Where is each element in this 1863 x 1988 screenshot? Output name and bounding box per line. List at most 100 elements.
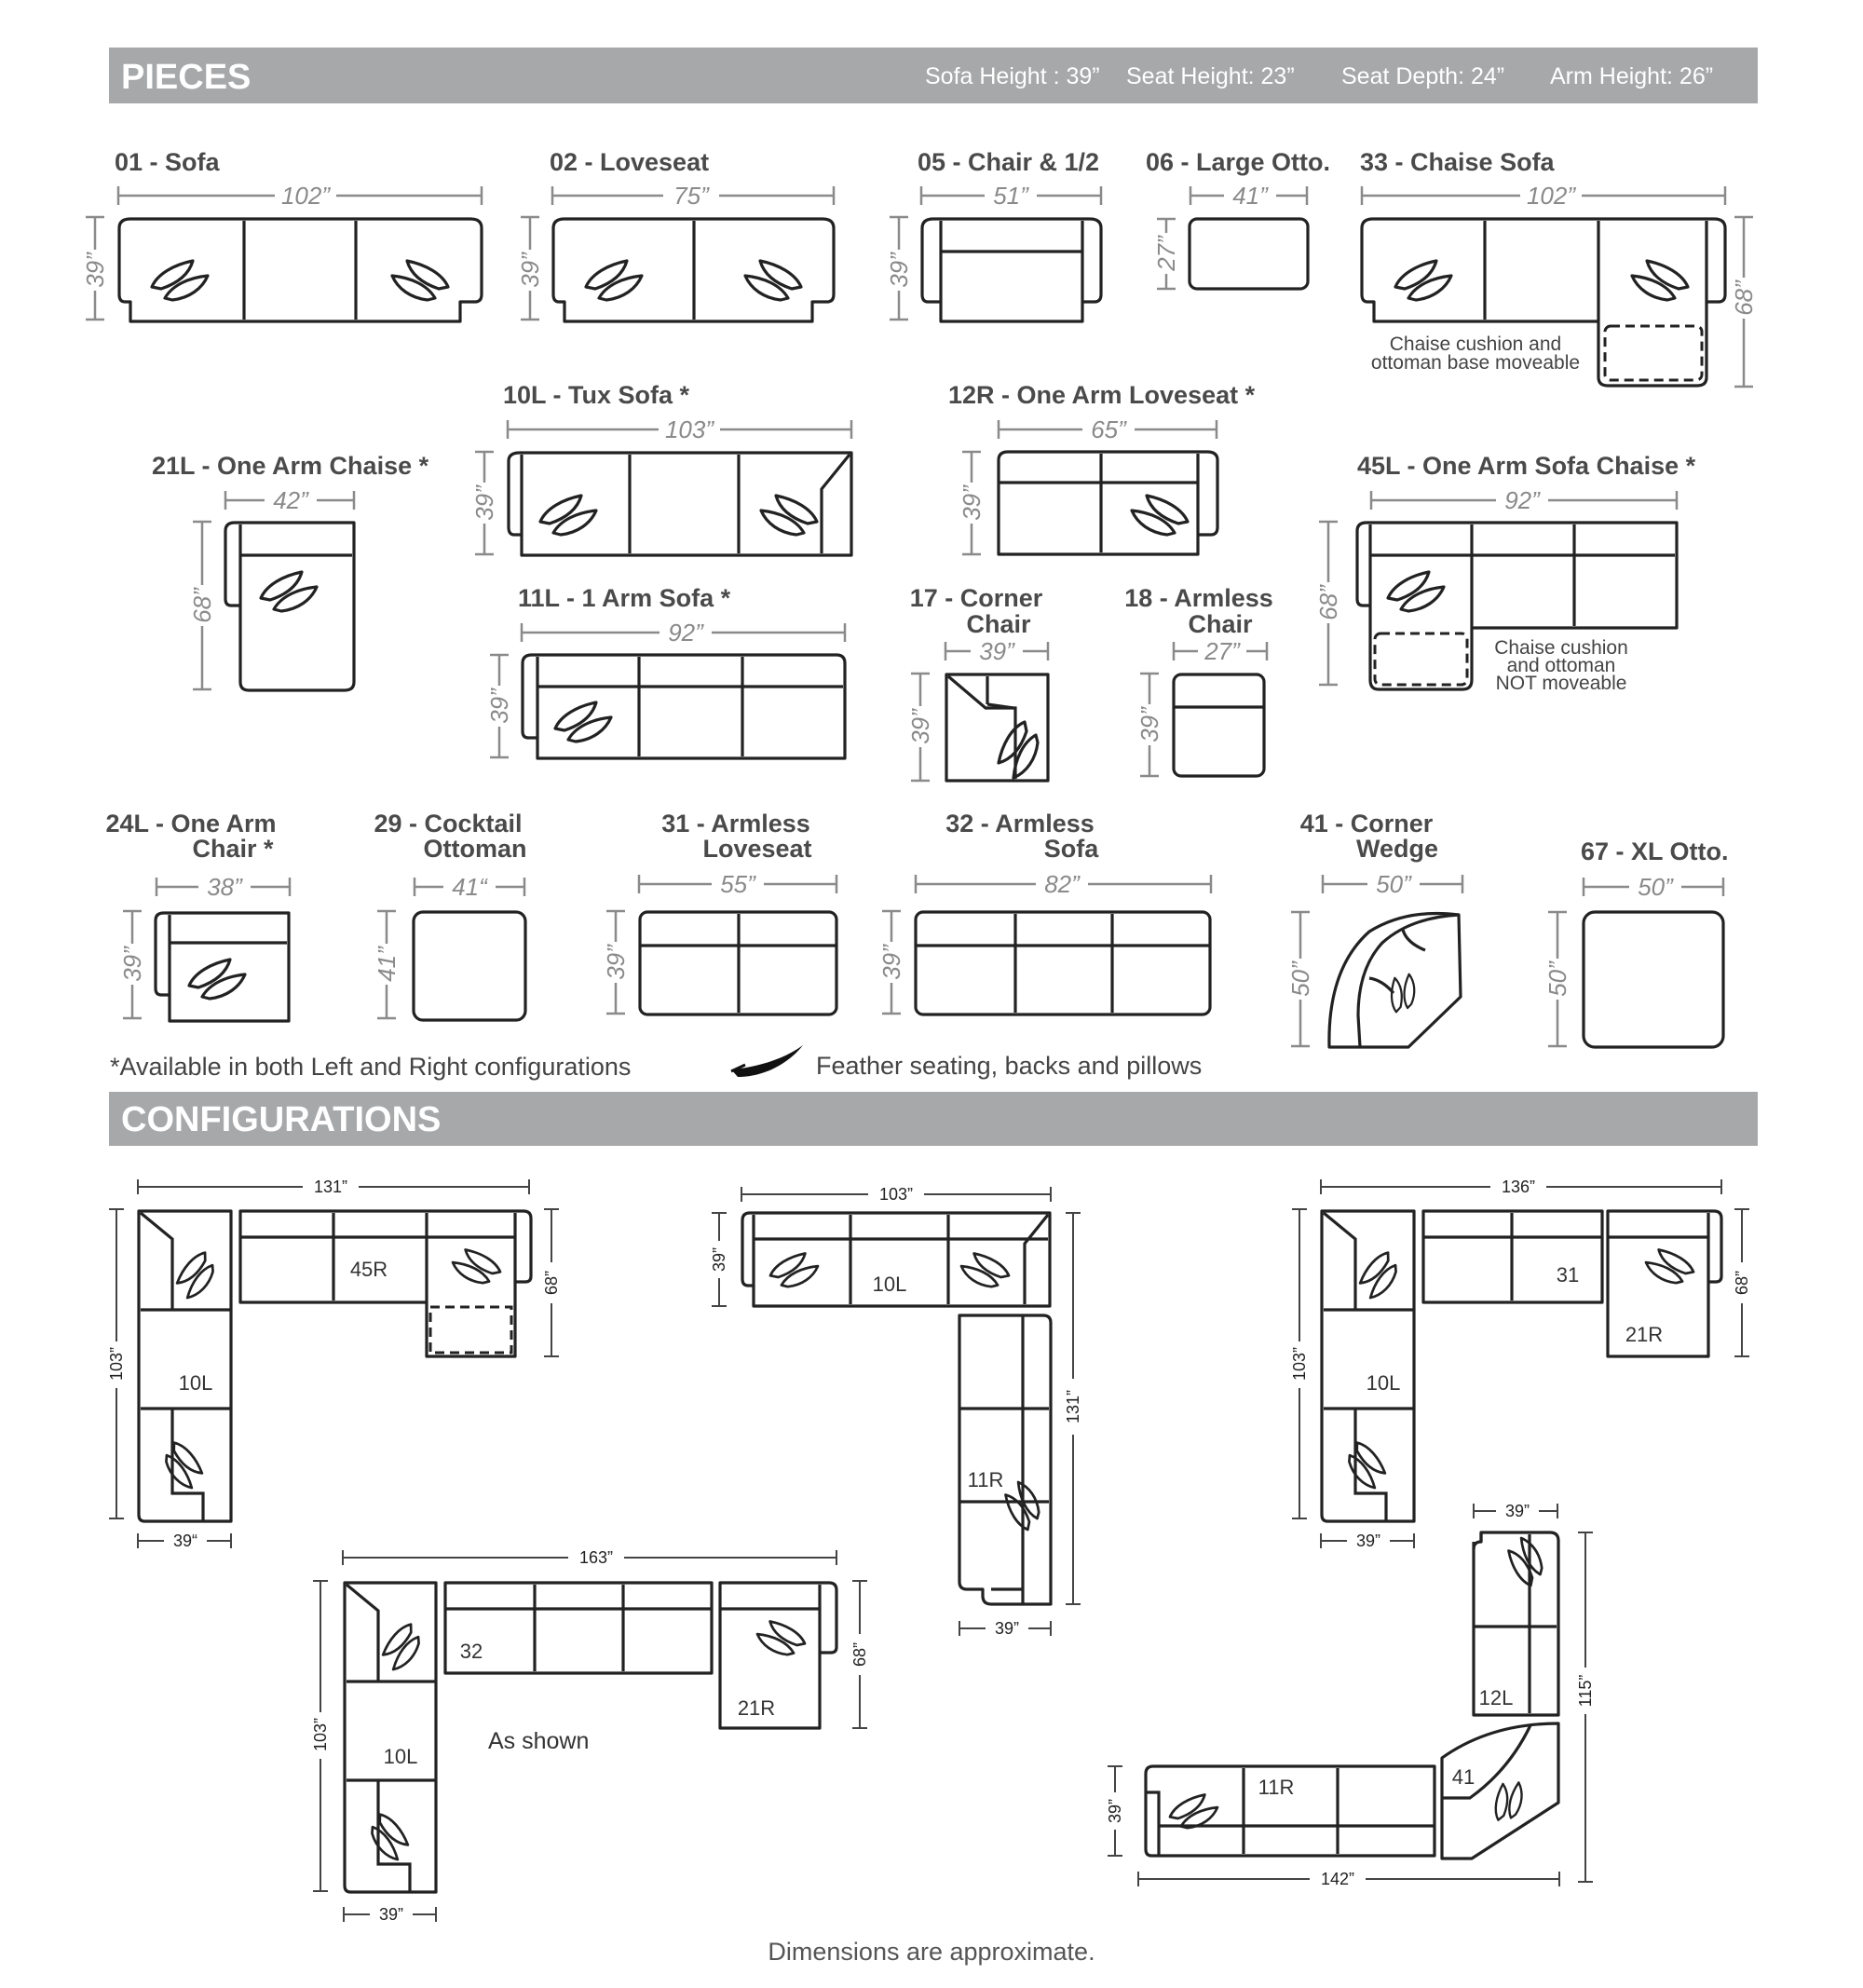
height-dim: 39” xyxy=(470,484,498,521)
config-code-10l: 10L xyxy=(384,1745,418,1768)
width-dim: 55” xyxy=(720,870,756,898)
piece-label-2: Chair xyxy=(1188,610,1253,638)
piece-label: 67 - XL Otto. xyxy=(1581,837,1729,865)
width-dim: 82” xyxy=(1044,870,1081,898)
available-note: *Available in both Left and Right config… xyxy=(110,1053,631,1081)
chaise45-note-1: Chaise cushion xyxy=(1494,637,1628,659)
piece-label-1: 29 - Cocktail xyxy=(374,810,522,837)
configurations-title: CONFIGURATIONS xyxy=(121,1100,441,1139)
config-bottom: 39” xyxy=(995,1619,1019,1638)
feather-icon xyxy=(730,1045,803,1077)
height-dim: 39” xyxy=(516,252,544,288)
piece-24l-one-arm-chair: 24L - One Arm Chair * 38” 39” xyxy=(105,810,292,1023)
config-height: 39” xyxy=(710,1247,728,1272)
piece-01-sofa: 01 - Sofa 102” 39” xyxy=(81,148,483,323)
config-code-10l: 10L xyxy=(179,1371,213,1395)
config-top: 39” xyxy=(1505,1502,1530,1520)
width-dim: 41” xyxy=(1232,182,1269,210)
height-dim: 39” xyxy=(958,484,986,521)
height-dim: 68” xyxy=(1314,584,1342,620)
config-code-10l: 10L xyxy=(1367,1371,1401,1395)
piece-label: 45L - One Arm Sofa Chaise * xyxy=(1357,452,1696,480)
width-dim: 50” xyxy=(1376,870,1412,898)
width-dim: 103” xyxy=(665,415,714,443)
config-depth: 68” xyxy=(1733,1271,1751,1295)
configuration-5: 39” 115” 39” 142” 12L 41 11R xyxy=(1103,1500,1598,1890)
piece-label-2: Chair * xyxy=(192,835,274,863)
config-height: 103” xyxy=(1290,1347,1309,1381)
piece-label: 11L - 1 Arm Sofa * xyxy=(518,584,731,612)
width-dim: 42” xyxy=(273,486,309,514)
height-dim: 39” xyxy=(906,708,934,744)
piece-label-1: 32 - Armless xyxy=(945,810,1095,837)
spec-seat-depth: Seat Depth: 24” xyxy=(1341,63,1504,89)
config-width: 142” xyxy=(1321,1870,1354,1888)
configurations-header: CONFIGURATIONS xyxy=(109,1092,1758,1146)
spec-arm-height: Arm Height: 26” xyxy=(1550,63,1713,89)
pieces-title: PIECES xyxy=(121,58,251,97)
piece-06-large-ottoman: 06 - Large Otto. 41” 27” xyxy=(1146,148,1330,291)
height-dim: 39” xyxy=(885,252,913,288)
width-dim: 38” xyxy=(207,873,243,901)
height-dim: 39” xyxy=(1135,706,1163,742)
height-dim: 50” xyxy=(1286,960,1314,997)
chaise45-note-2: and ottoman xyxy=(1507,655,1616,676)
height-dim: 39” xyxy=(118,946,146,982)
piece-label-2: Loveseat xyxy=(702,835,811,863)
piece-32-armless-sofa: 32 - Armless Sofa 82” 39” xyxy=(877,810,1213,1016)
approximate-note: Dimensions are approximate. xyxy=(768,1938,1095,1966)
width-dim: 51” xyxy=(993,182,1029,210)
height-dim: 39” xyxy=(81,252,109,288)
piece-label-1: 31 - Armless xyxy=(661,810,810,837)
piece-label: 10L - Tux Sofa * xyxy=(503,381,690,409)
piece-label: 01 - Sofa xyxy=(115,148,221,176)
spec-seat-height: Seat Height: 23” xyxy=(1126,63,1295,89)
piece-11l-one-arm-sofa: 11L - 1 Arm Sofa * 92” 39” xyxy=(485,584,847,760)
height-dim: 68” xyxy=(188,587,216,623)
piece-10l-tux-sofa: 10L - Tux Sofa * 103” 39” xyxy=(470,381,853,557)
piece-41-corner-wedge: 41 - Corner Wedge 50” 50” xyxy=(1286,810,1464,1049)
width-dim: 102” xyxy=(1527,182,1576,210)
piece-45l-one-arm-sofa-chaise: 45L - One Arm Sofa Chaise * 92” 68” Chai… xyxy=(1314,452,1696,694)
piece-17-corner-chair: 17 - Corner Chair 39” 39” xyxy=(906,584,1050,783)
piece-label-1: 41 - Corner xyxy=(1300,810,1434,837)
width-dim: 102” xyxy=(281,182,331,210)
configuration-1: 131” 103” 68” 39“ 10L 45R xyxy=(104,1176,564,1552)
piece-label: 06 - Large Otto. xyxy=(1146,148,1330,176)
piece-67-xl-ottoman: 67 - XL Otto. 50” 50” xyxy=(1543,837,1729,1049)
chaise45-note-3: NOT moveable xyxy=(1496,673,1627,694)
width-dim: 92” xyxy=(668,619,704,647)
config-depth: 68” xyxy=(542,1271,561,1295)
config-code-12l: 12L xyxy=(1479,1686,1514,1709)
width-dim: 41“ xyxy=(452,873,488,901)
config-code-21r: 21R xyxy=(738,1696,775,1720)
config-depth: 131” xyxy=(1064,1390,1082,1423)
config-width: 131” xyxy=(314,1178,347,1196)
configuration-3: 136” 103” 68” 39” 10L 31 21R xyxy=(1287,1176,1755,1552)
config-code-21r: 21R xyxy=(1625,1323,1663,1346)
configuration-2: 103” 39” 131” 39” 10L 11R xyxy=(708,1183,1086,1640)
spec-sofa-height: Sofa Height : 39” xyxy=(925,63,1100,89)
height-dim: 50” xyxy=(1543,960,1571,997)
height-dim: 41” xyxy=(373,946,401,982)
chaise33-note-2: ottoman base moveable xyxy=(1371,352,1580,374)
height-dim: 27” xyxy=(1152,235,1180,272)
config-bottom: 39“ xyxy=(173,1532,197,1550)
piece-label-2: Chair xyxy=(966,610,1031,638)
piece-05-chair-and-half: 05 - Chair & 1/2 51” 39” xyxy=(885,148,1103,323)
piece-18-armless-chair: 18 - Armless Chair 27” 39” xyxy=(1124,584,1273,778)
piece-02-loveseat: 02 - Loveseat 75” 39” xyxy=(516,148,836,323)
config-code-10l: 10L xyxy=(873,1273,907,1296)
pieces-header: PIECES Sofa Height : 39” Seat Height: 23… xyxy=(109,48,1758,103)
config-width: 103” xyxy=(879,1185,913,1204)
config-depth: 68” xyxy=(850,1642,869,1667)
height-dim: 39” xyxy=(485,688,513,724)
feather-note: Feather seating, backs and pillows xyxy=(816,1052,1202,1080)
config-height: 103” xyxy=(311,1718,330,1751)
piece-12r-one-arm-loveseat: 12R - One Arm Loveseat * 65” 39” xyxy=(948,381,1256,556)
config-width: 136” xyxy=(1502,1178,1535,1196)
piece-label-1: 24L - One Arm xyxy=(105,810,276,837)
piece-label: 05 - Chair & 1/2 xyxy=(918,148,1099,176)
piece-label-2: Sofa xyxy=(1044,835,1099,863)
